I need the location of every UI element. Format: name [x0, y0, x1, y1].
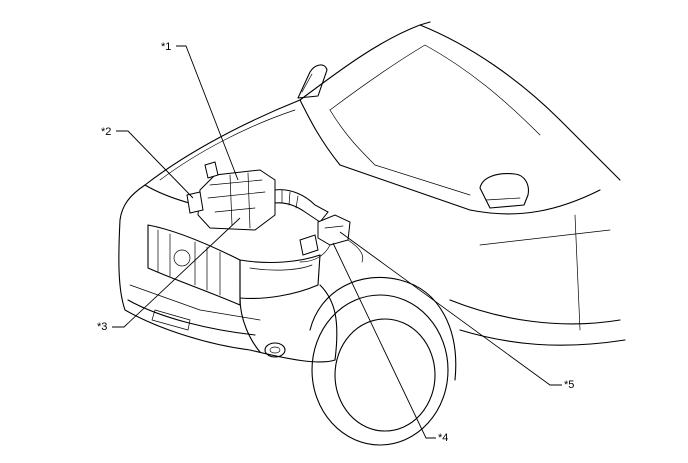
callout-4: *4	[438, 432, 449, 444]
windshield	[299, 21, 561, 211]
grille	[147, 224, 241, 306]
callout-1: *1	[161, 41, 172, 53]
engine-assembly	[186, 161, 276, 231]
side-mirror-right	[479, 173, 529, 209]
leader-lines	[112, 45, 562, 439]
vehicle-body-side	[449, 119, 626, 346]
headlight	[239, 254, 321, 299]
callout-3: *3	[97, 321, 108, 333]
callout-2: *2	[101, 126, 112, 138]
component-cluster	[299, 214, 364, 263]
front-bumper	[239, 284, 338, 363]
front-fascia	[118, 184, 261, 351]
front-wheel	[309, 276, 457, 446]
intake-hose	[274, 189, 329, 223]
side-mirror-left	[297, 64, 328, 99]
callout-5: *5	[564, 379, 575, 391]
